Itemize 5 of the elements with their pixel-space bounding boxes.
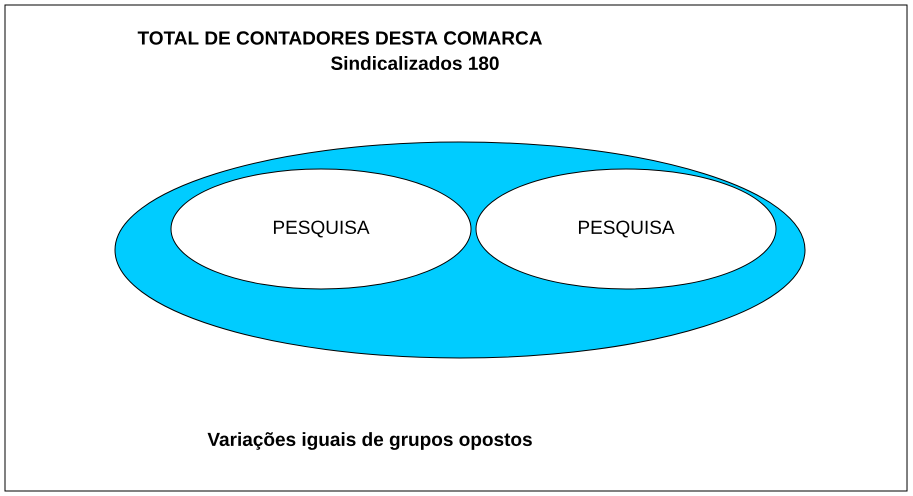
ellipse-node: PESQUISA [170,168,472,290]
ellipse-node: PESQUISA [476,168,776,290]
title: TOTAL DE CONTADORES DESTA COMARCA [138,31,542,45]
heading-text: Sindicalizados 180 [331,56,499,70]
heading-text: Variações iguais de grupos opostos [208,432,532,450]
